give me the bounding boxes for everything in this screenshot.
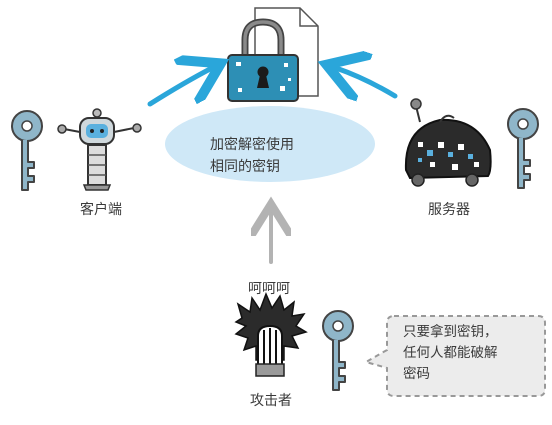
key-icon xyxy=(11,110,43,191)
arrow-client-to-lock xyxy=(147,68,212,107)
speech-line-3: 密码 xyxy=(403,366,430,382)
speech-line-2: 任何人都能破解 xyxy=(403,345,498,361)
attacker-icon xyxy=(234,291,308,377)
key-icon xyxy=(507,108,539,189)
speech-bubble-text: 只要拿到密钥， 任何人都能破解 密码 xyxy=(403,322,523,385)
speech-line-1: 只要拿到密钥， xyxy=(403,324,498,340)
shared-key-caption-line2: 相同的密钥 xyxy=(210,159,280,175)
shared-key-ellipse xyxy=(165,106,375,182)
padlock-icon xyxy=(227,18,299,102)
robot-icon xyxy=(57,108,142,191)
attacker-label: 攻击者 xyxy=(250,393,292,409)
client-label: 客户端 xyxy=(80,202,122,218)
server-label: 服务器 xyxy=(428,202,470,218)
arrow-server-to-lock xyxy=(336,68,398,96)
attacker-sound-label: 呵呵呵 xyxy=(248,281,290,297)
shared-key-caption-line1: 加密解密使用 xyxy=(210,137,294,153)
key-icon xyxy=(322,310,354,391)
server-robot-icon xyxy=(404,98,492,187)
shared-key-caption: 加密解密使用 相同的密钥 xyxy=(210,134,340,178)
speech-bubble xyxy=(363,315,546,397)
